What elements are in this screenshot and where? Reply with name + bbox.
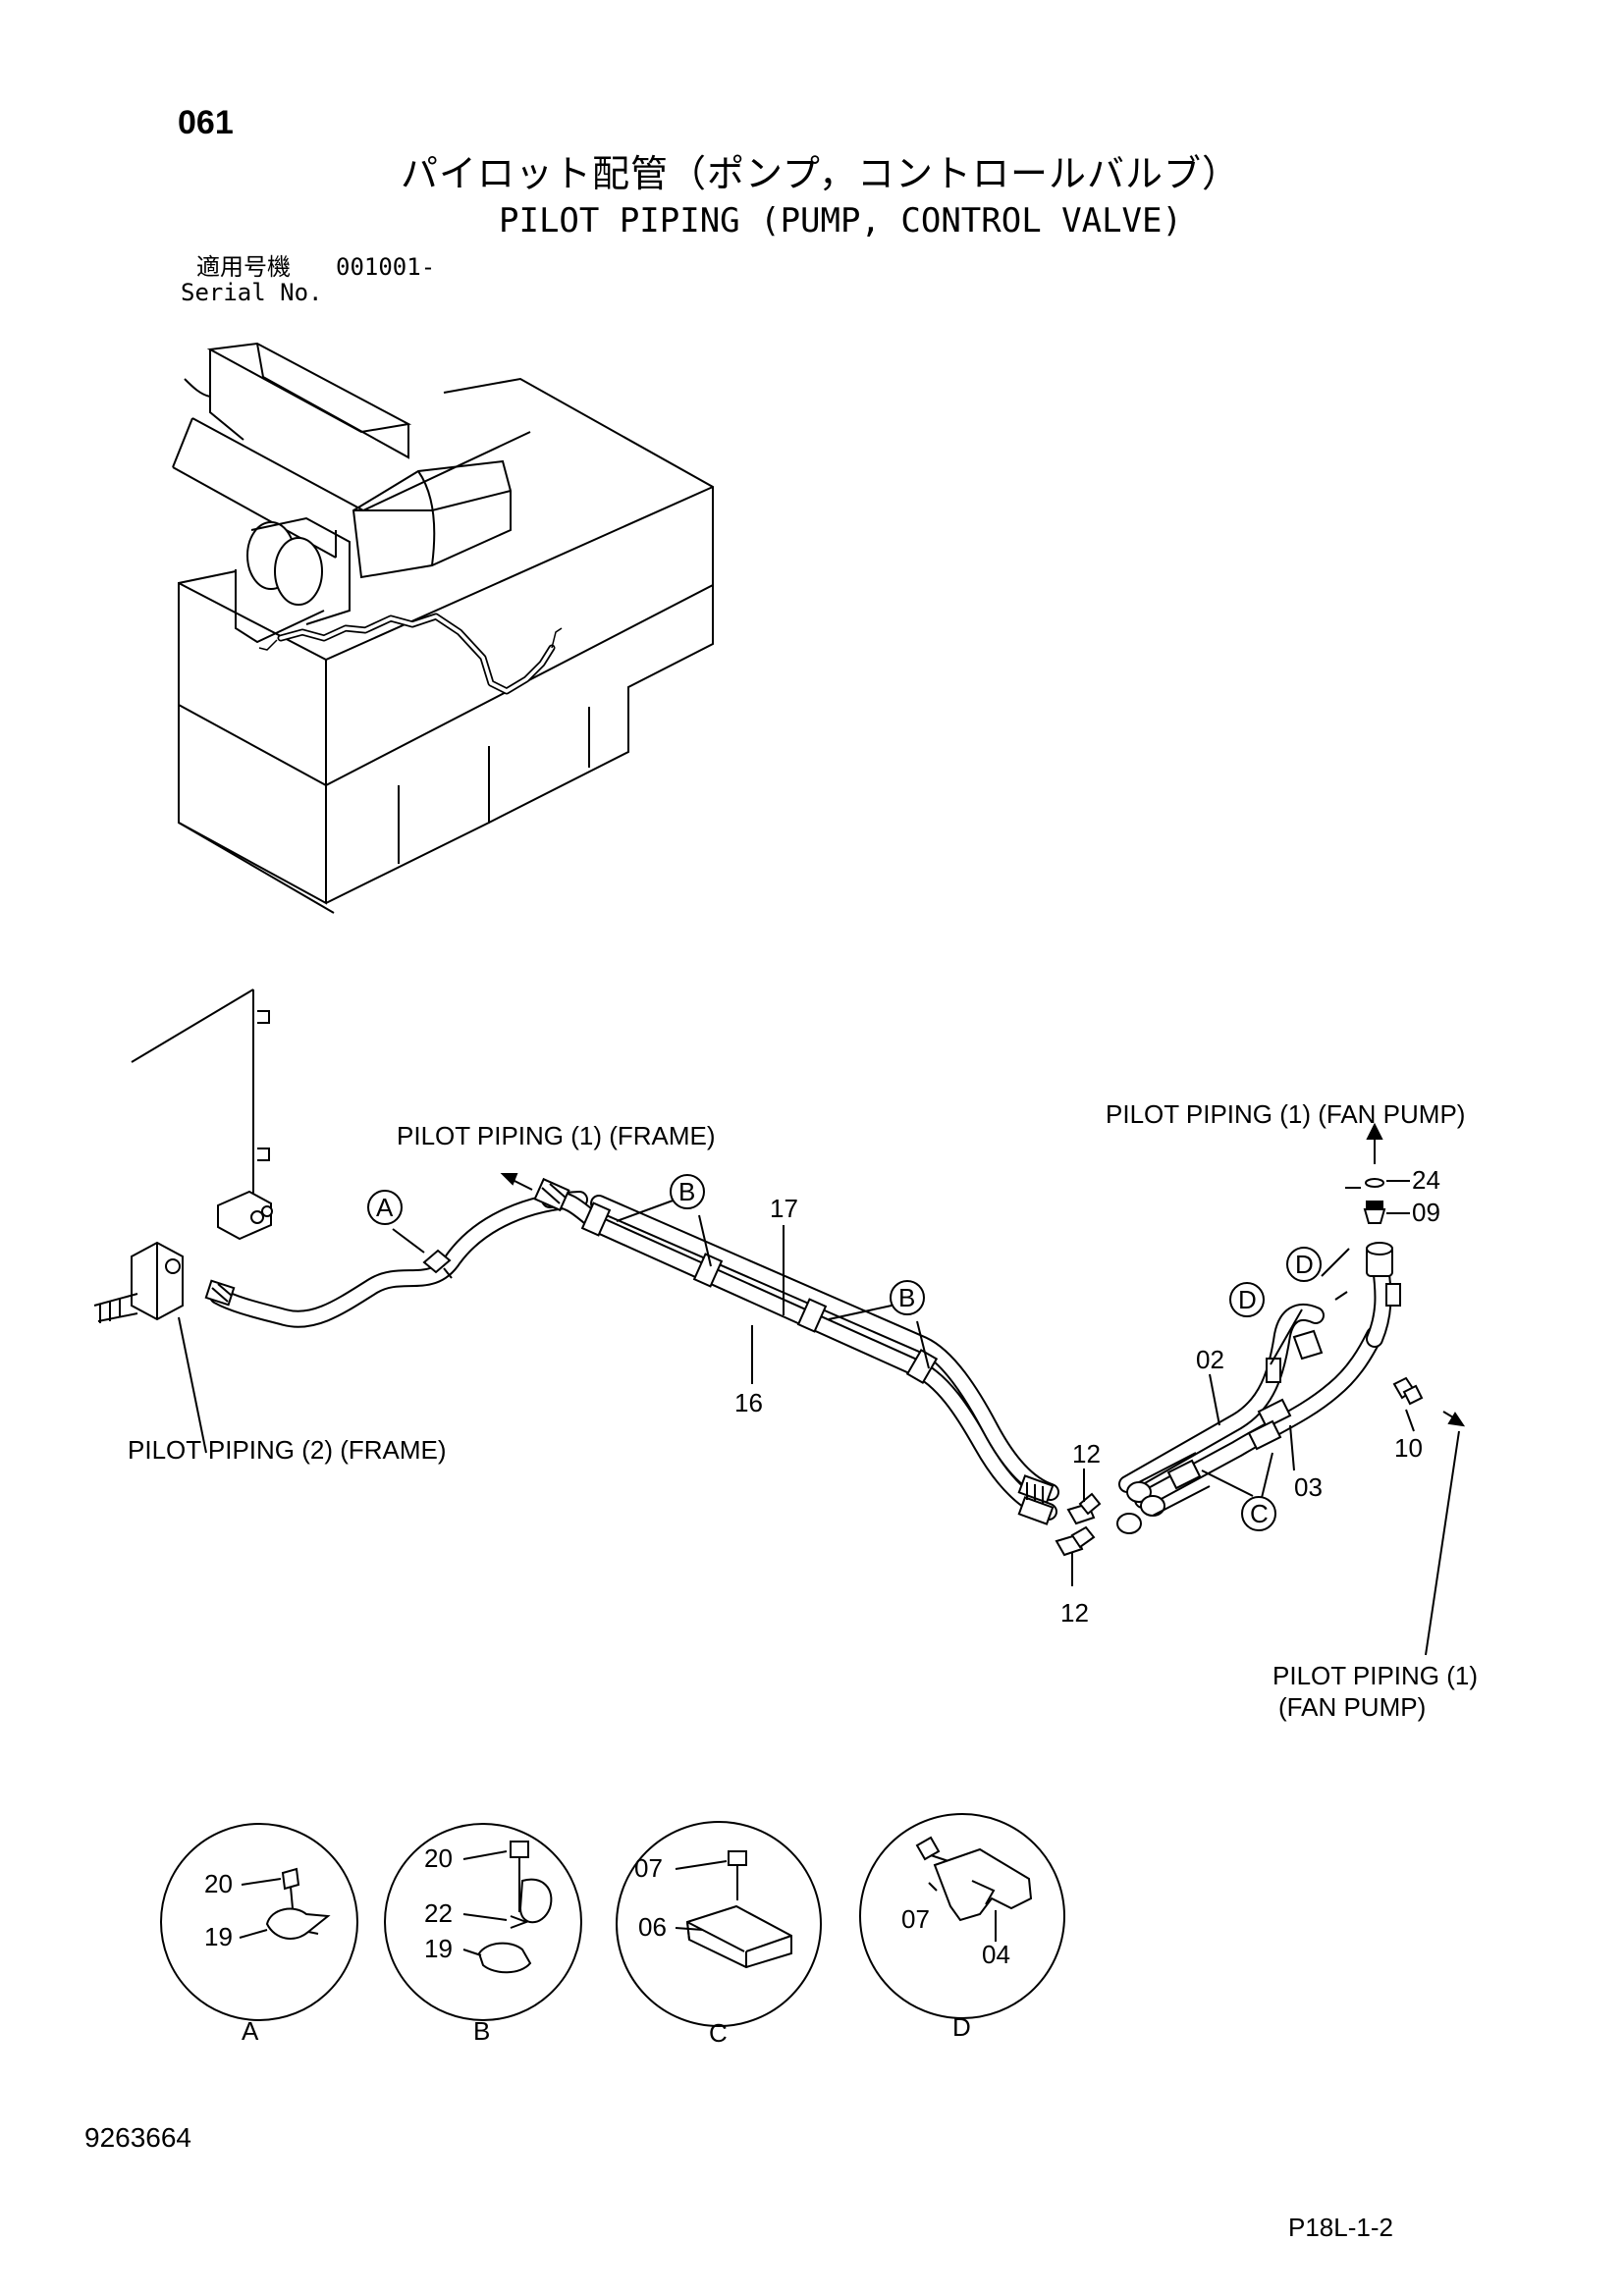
detail-b-part-22: 22 [424,1898,453,1928]
ref-b-1: B [678,1177,695,1206]
serial-value: 001001- [336,253,436,281]
part-24: 24 [1412,1165,1440,1195]
part-16: 16 [734,1388,763,1417]
page-code: 061 [178,104,234,141]
detail-a-letter: A [242,2016,259,2046]
detail-c-part-06: 06 [638,1912,667,1942]
drawing-number: 9263664 [84,2122,192,2153]
part-02: 02 [1196,1345,1224,1374]
ref-d-1: D [1238,1285,1257,1314]
part-12-bottom: 12 [1060,1598,1089,1628]
part-17: 17 [770,1194,798,1223]
detail-b-part-19: 19 [424,1934,453,1963]
detail-a [160,1823,358,2021]
detail-b [384,1823,582,2021]
part-03: 03 [1294,1472,1323,1502]
callout-pilot-piping-fan-pump-bottom-1: PILOT PIPING (1) [1272,1661,1478,1690]
detail-c-letter: C [709,2018,728,2048]
detail-d [859,1813,1065,2019]
elbow-fittings-12 [1055,1492,1102,1557]
left-frame-structure [93,988,273,1323]
detail-c-part-07: 07 [634,1853,663,1883]
reference-markers [367,1174,1322,1531]
ref-a-main: A [376,1193,394,1222]
detail-d-part-07: 07 [901,1904,930,1934]
pipe-bundle-16-17 [533,1177,1059,1525]
control-valve-piping-assembly [1116,1242,1424,1534]
direction-arrows [500,1122,1466,1427]
detail-b-part-20: 20 [424,1843,453,1873]
serial-label-japanese: 適用号機 [196,253,291,281]
part-12-top: 12 [1072,1439,1101,1468]
detail-c [616,1821,822,2027]
part-10: 10 [1394,1433,1423,1463]
callout-pilot-piping-fan-pump-bottom-2: (FAN PUMP) [1278,1692,1426,1722]
machine-overview-illustration [172,342,714,914]
detail-b-letter: B [473,2016,490,2046]
fittings-24-09 [1363,1178,1386,1224]
serial-label-english: Serial No. [181,279,323,306]
hose-a-assembly [204,1191,588,1328]
callout-pilot-piping-fan-pump-top: PILOT PIPING (1) (FAN PUMP) [1106,1099,1465,1129]
ref-b-2: B [898,1283,915,1312]
ref-d-2: D [1295,1250,1314,1279]
title-japanese: パイロット配管（ポンプ，コントロールバルブ） [401,152,1240,195]
callout-pilot-piping-frame-1: PILOT PIPING (1) (FRAME) [397,1121,716,1150]
callout-pilot-piping-frame-2: PILOT PIPING (2) (FRAME) [128,1435,447,1465]
detail-a-part-19: 19 [204,1922,233,1951]
detail-d-part-04: 04 [982,1940,1010,1969]
title-english: PILOT PIPING (PUMP, CONTROL VALVE) [499,201,1182,240]
page-reference: P18L-1-2 [1288,2213,1393,2242]
detail-a-part-20: 20 [204,1869,233,1898]
ref-c-main: C [1250,1499,1269,1528]
detail-d-letter: D [952,2012,971,2042]
leader-lines [178,1180,1460,1656]
part-09: 09 [1412,1198,1440,1227]
